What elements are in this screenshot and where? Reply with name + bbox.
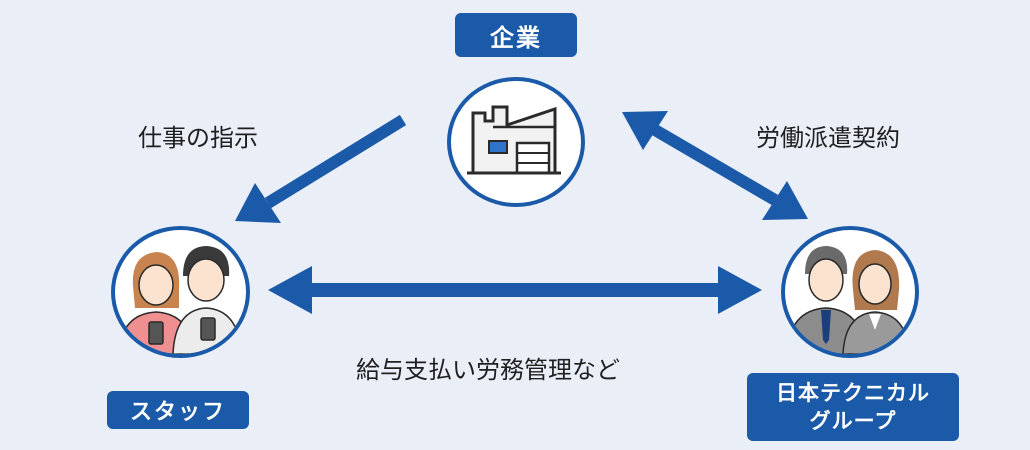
two-business-people-icon	[786, 246, 910, 354]
arrow-company-to-staff	[235, 114, 407, 223]
staff-label: スタッフ	[129, 400, 226, 425]
factory-icon	[467, 105, 561, 175]
label-work-instructions: 仕事の指示	[138, 124, 258, 152]
label-payroll-labor: 給与支払い労務管理など	[356, 356, 620, 384]
agency-label-line2: グループ	[809, 409, 897, 433]
company-label: 企業	[490, 23, 542, 52]
company-circle	[447, 77, 585, 207]
label-dispatch-contract: 労働派遣契約	[756, 124, 900, 152]
agency-badge: 日本テクニカル グループ	[747, 373, 959, 441]
two-people-with-phones-icon	[118, 246, 242, 354]
staff-circle	[111, 226, 250, 358]
arrow-staff-agency	[268, 266, 762, 314]
company-badge: 企業	[455, 13, 577, 57]
arrow-company-agency	[622, 111, 808, 220]
agency-circle	[781, 226, 919, 358]
staff-badge: スタッフ	[107, 391, 249, 429]
agency-label-line1: 日本テクニカル	[776, 381, 930, 405]
